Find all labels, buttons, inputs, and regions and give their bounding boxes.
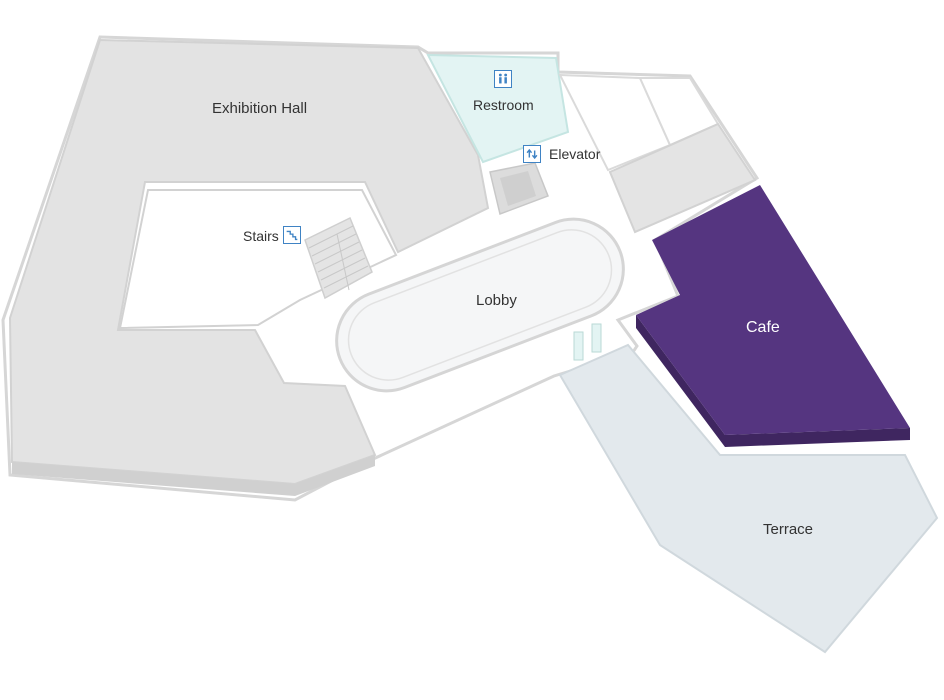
stairs-label: Stairs: [243, 228, 279, 244]
lobby-door-1: [573, 331, 584, 361]
stairs-steps: [308, 225, 369, 291]
cafe-label: Cafe: [746, 319, 780, 336]
exhibition-hall-side: [12, 455, 375, 496]
terrace-area[interactable]: [558, 343, 939, 654]
cafe-area[interactable]: [636, 185, 910, 435]
exhibition-hall-courtyard: [118, 189, 398, 330]
elevator-icon: [523, 145, 541, 163]
terrace-label: Terrace: [763, 521, 814, 538]
elevator-label: Elevator: [549, 146, 601, 162]
stairs-area[interactable]: [304, 216, 373, 300]
lobby-area[interactable]: [322, 205, 638, 406]
lobby-label: Lobby: [476, 292, 517, 309]
cafe-side: [636, 315, 910, 447]
exhibition-hall-label: Exhibition Hall: [212, 100, 308, 117]
lobby-door-2: [591, 323, 602, 353]
restroom-icon: [494, 70, 512, 88]
restroom-label: Restroom: [473, 97, 534, 113]
restroom-area[interactable]: [426, 53, 570, 164]
stairs-icon: [283, 226, 301, 244]
service-room: [608, 122, 757, 234]
elevator-car: [500, 171, 536, 206]
